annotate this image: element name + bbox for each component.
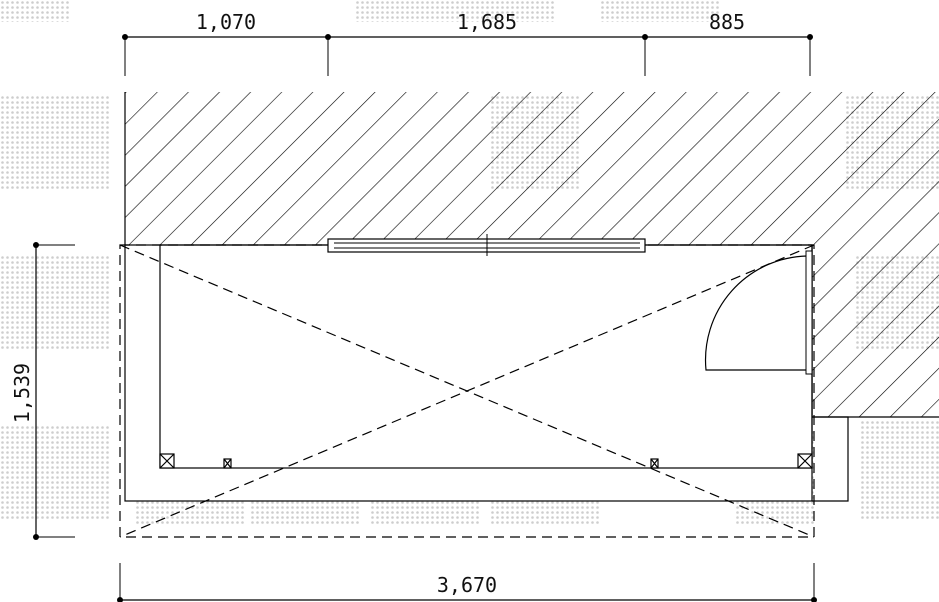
column-markers: [159, 453, 813, 469]
sliding-window: [327, 234, 646, 256]
top-dimension-line: 1,070 1,685 885: [122, 10, 813, 76]
dashed-void-marking: [119, 244, 815, 538]
dimension-label-top-3: 885: [709, 10, 745, 34]
bottom-dimension-line: 3,670: [117, 563, 817, 602]
dimension-label-top-1: 1,070: [196, 10, 256, 34]
dimension-label-top-2: 1,685: [457, 10, 517, 34]
dimension-label-bottom: 3,670: [437, 573, 497, 597]
left-dimension-line: 1,539: [10, 242, 75, 540]
door-swing: [704, 250, 813, 375]
dimension-label-left: 1,539: [10, 363, 34, 423]
